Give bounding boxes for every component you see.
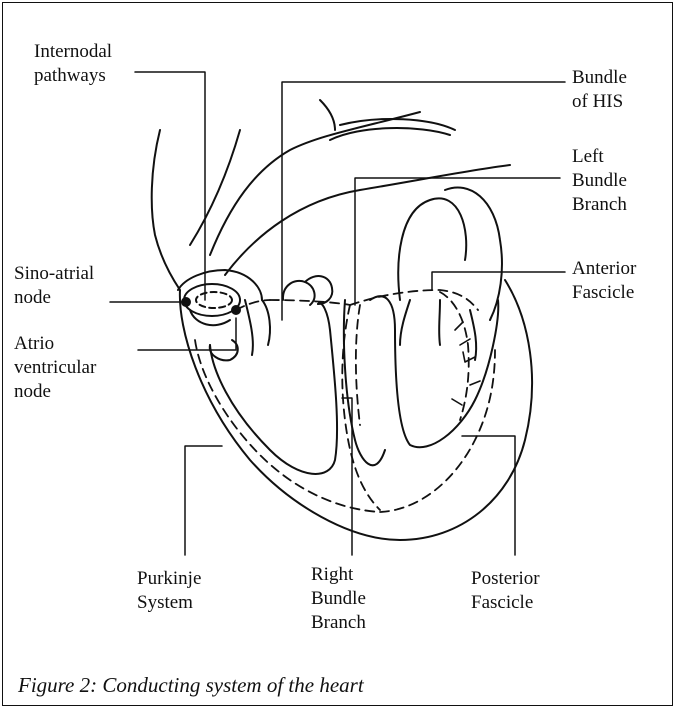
label-sino-atrial-node: Sino-atrial node	[14, 262, 94, 310]
tricuspid-flap	[262, 300, 270, 345]
aorta-left	[190, 130, 240, 245]
leader-internodal	[135, 72, 205, 300]
label-left-bundle-branch: Left Bundle Branch	[572, 145, 627, 217]
label-right-bundle-branch: Right Bundle Branch	[311, 563, 366, 635]
septal-membrane	[245, 300, 253, 355]
pulmonary-top	[320, 100, 335, 130]
papillary	[470, 310, 476, 360]
aorta-right	[225, 165, 510, 275]
left-atrium-outer	[445, 187, 502, 320]
branch-3	[463, 352, 475, 362]
label-line: Atrio	[14, 332, 96, 356]
aorta-arch	[210, 112, 420, 255]
label-line: Bundle	[311, 587, 366, 611]
label-line: of HIS	[572, 90, 627, 114]
septum	[344, 300, 385, 465]
anterior-dashed	[350, 290, 478, 310]
label-line: Purkinje	[137, 567, 201, 591]
mitral-left	[400, 300, 410, 345]
lv-inner	[370, 296, 498, 447]
leader-posterior	[462, 436, 515, 555]
branch-4	[470, 381, 480, 385]
label-atrio-ventricular-node: Atrio ventricular node	[14, 332, 96, 404]
label-line: node	[14, 286, 94, 310]
label-line: Bundle	[572, 169, 627, 193]
leader-left-bundle	[355, 178, 560, 305]
label-internodal-pathways: Internodal pathways	[34, 40, 112, 88]
label-line: Branch	[311, 611, 366, 635]
posterior-dashed	[380, 350, 495, 512]
label-posterior-fascicle: Posterior Fascicle	[471, 567, 540, 615]
label-line: node	[14, 380, 96, 404]
sa-node-inner	[196, 292, 232, 308]
label-line: Left	[572, 145, 627, 169]
mitral-right	[439, 300, 440, 345]
label-line: pathways	[34, 64, 112, 88]
label-line: Anterior	[572, 257, 636, 281]
label-line: Fascicle	[572, 281, 636, 305]
label-line: Sino-atrial	[14, 262, 94, 286]
right-bundle-dashed-2	[356, 305, 360, 425]
leader-bundle-his	[282, 82, 565, 320]
label-line: ventricular	[14, 356, 96, 380]
leader-anterior	[432, 272, 565, 290]
label-line: Bundle	[572, 66, 627, 90]
figure-caption: Figure 2: Conducting system of the heart	[18, 673, 364, 698]
valve-right	[305, 276, 332, 304]
label-line: Right	[311, 563, 366, 587]
label-bundle-of-his: Bundle of HIS	[572, 66, 627, 114]
branch-5	[452, 399, 462, 405]
label-anterior-fascicle: Anterior Fascicle	[572, 257, 636, 305]
label-line: Posterior	[471, 567, 540, 591]
rv-inner	[210, 303, 337, 474]
label-line: Fascicle	[471, 591, 540, 615]
label-line: System	[137, 591, 201, 615]
label-line: Branch	[572, 193, 627, 217]
label-purkinje-system: Purkinje System	[137, 567, 201, 615]
branch-1	[455, 322, 463, 330]
label-line: Internodal	[34, 40, 112, 64]
leader-purkinje	[185, 446, 222, 555]
